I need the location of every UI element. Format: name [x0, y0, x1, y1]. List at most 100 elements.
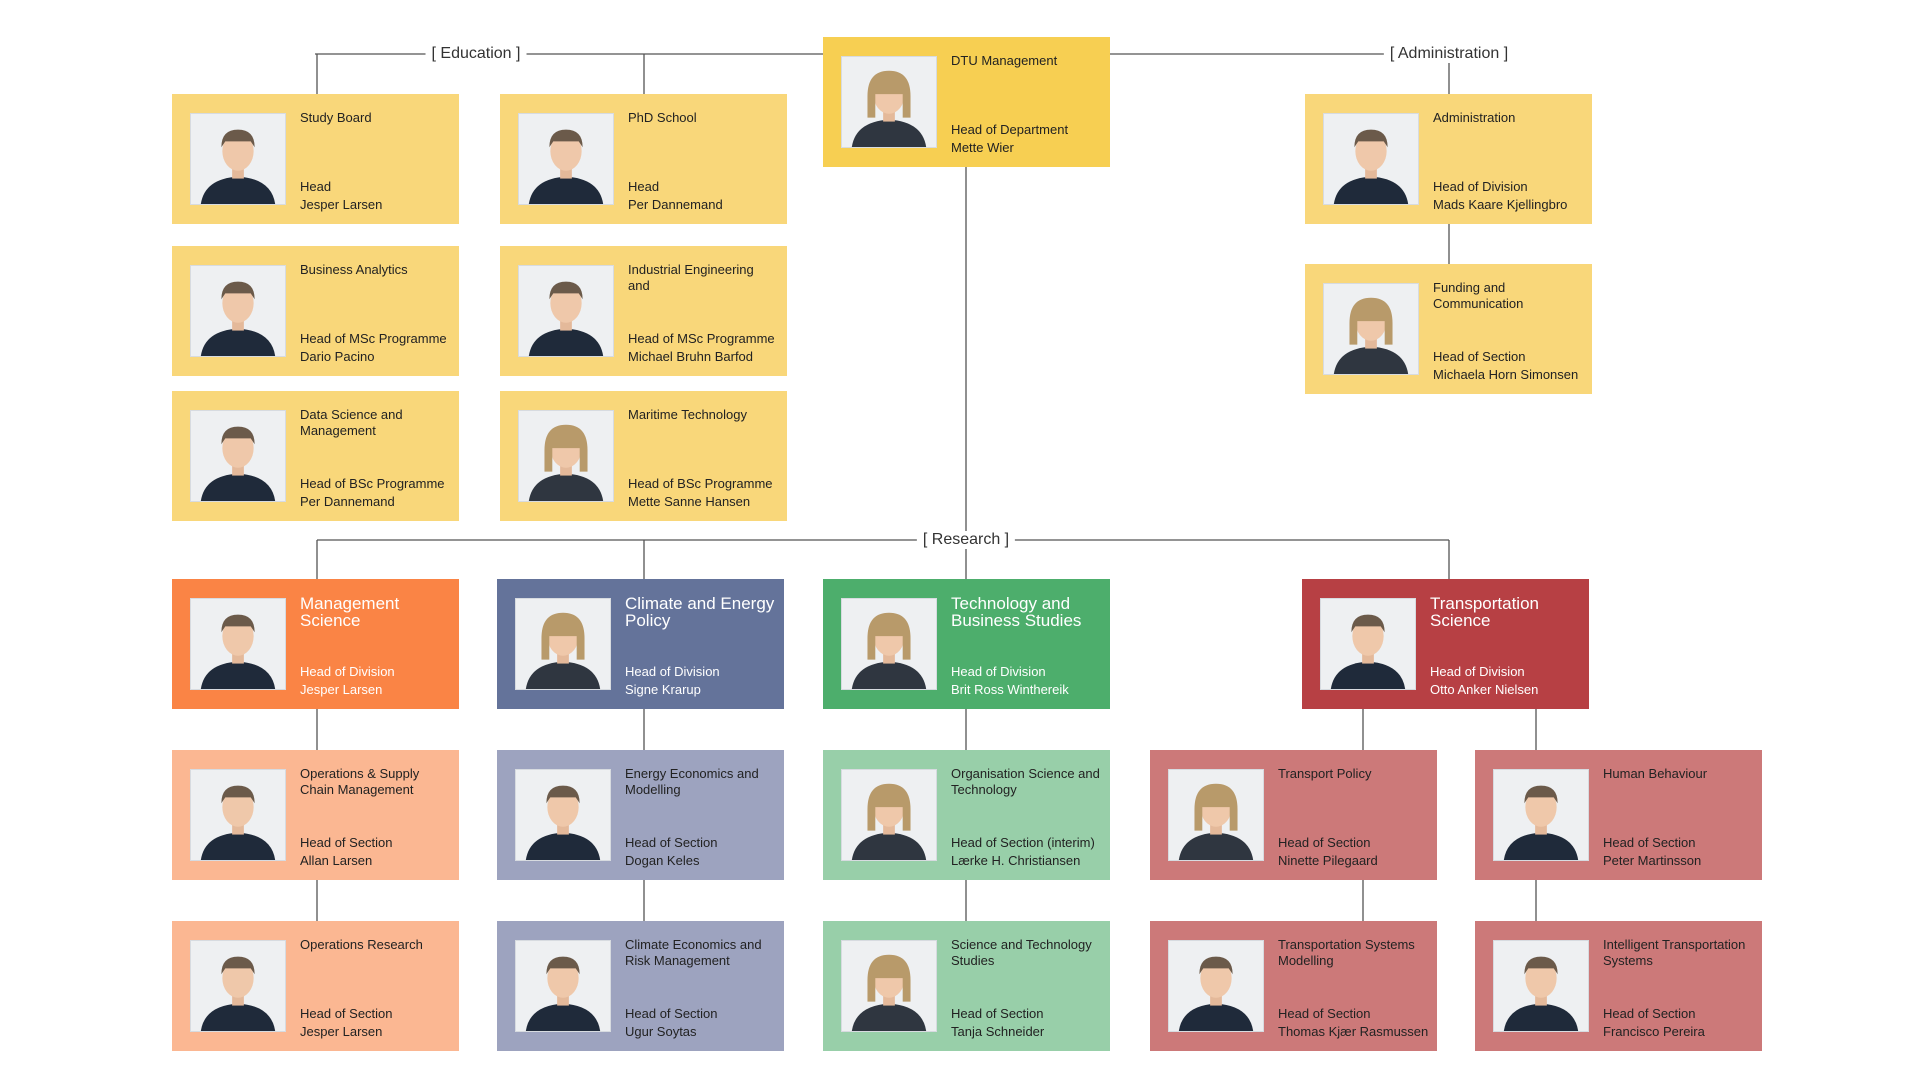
- portrait-photo: [190, 769, 286, 861]
- person-name: Dogan Keles: [625, 853, 700, 868]
- person-name: Jesper Larsen: [300, 1024, 383, 1039]
- portrait-photo: [841, 598, 937, 690]
- unit-name: Data Science and Management: [300, 407, 403, 438]
- portrait-photo: [518, 410, 614, 502]
- person-name: Otto Anker Nielsen: [1430, 682, 1539, 697]
- role-title: Head of Section: [1603, 1006, 1696, 1021]
- person-name: Francisco Pereira: [1603, 1024, 1705, 1039]
- role-title: Head of Section: [1278, 835, 1371, 850]
- unit-name: Intelligent Transportation Systems: [1603, 937, 1746, 968]
- person-name: Thomas Kjær Rasmussen: [1278, 1024, 1429, 1039]
- portrait-photo: [515, 598, 611, 690]
- person-name: Peter Martinsson: [1603, 853, 1702, 868]
- unit-name: Maritime Technology: [628, 407, 747, 422]
- person-name: Brit Ross Winthereik: [951, 682, 1069, 697]
- unit-name: Operations & Supply Chain Management: [300, 766, 420, 797]
- person-name: Mads Kaare Kjellingbro: [1433, 197, 1568, 212]
- administration-group-label: [ Administration ]: [1383, 45, 1515, 63]
- role-title: Head of BSc Programme: [300, 476, 445, 491]
- portrait-photo: [190, 940, 286, 1032]
- portrait-photo: [1323, 283, 1419, 375]
- unit-name: Study Board: [300, 110, 372, 125]
- role-title: Head of Division: [951, 664, 1046, 679]
- role-title: Head of Division: [1433, 179, 1528, 194]
- portrait-photo: [1168, 769, 1264, 861]
- person-name: Jesper Larsen: [300, 197, 383, 212]
- unit-name: Transportation Systems Modelling: [1278, 937, 1415, 968]
- portrait-photo: [190, 113, 286, 205]
- person-name: Michael Bruhn Barfod: [628, 349, 754, 364]
- unit-name: Climate Economics and Risk Management: [625, 937, 762, 968]
- unit-name: PhD School: [628, 110, 697, 125]
- unit-name: Operations Research: [300, 937, 423, 952]
- role-title: Head of MSc Programme: [300, 331, 447, 346]
- portrait-photo: [841, 56, 937, 148]
- research-group-label: [ Research ]: [916, 531, 1016, 549]
- role-title: Head of Section: [1603, 835, 1696, 850]
- unit-name: Industrial Engineering and: [628, 262, 754, 293]
- role-title: Head of Section: [625, 1006, 718, 1021]
- portrait-photo: [518, 113, 614, 205]
- person-name: Mette Wier: [951, 140, 1014, 155]
- unit-name: Transportation Science: [1430, 594, 1539, 630]
- person-name: Michaela Horn Simonsen: [1433, 367, 1579, 382]
- person-name: Tanja Schneider: [951, 1024, 1045, 1039]
- person-name: Dario Pacino: [300, 349, 375, 364]
- portrait-photo: [841, 940, 937, 1032]
- portrait-photo: [1168, 940, 1264, 1032]
- role-title: Head of MSc Programme: [628, 331, 775, 346]
- portrait-photo: [190, 410, 286, 502]
- role-title: Head of BSc Programme: [628, 476, 773, 491]
- unit-name: DTU Management: [951, 53, 1058, 68]
- unit-name: Management Science: [300, 594, 400, 630]
- role-title: Head of Section: [300, 835, 393, 850]
- person-name: Jesper Larsen: [300, 682, 383, 697]
- unit-name: Administration: [1433, 110, 1516, 125]
- portrait-photo: [518, 265, 614, 357]
- education-group-label: [ Education ]: [425, 45, 527, 63]
- role-title: Head of Section: [1278, 1006, 1371, 1021]
- role-title: Head of Section (interim): [951, 835, 1095, 850]
- portrait-photo: [841, 769, 937, 861]
- role-title: Head of Section: [300, 1006, 393, 1021]
- role-title: Head of Division: [1430, 664, 1525, 679]
- portrait-photo: [1323, 113, 1419, 205]
- person-name: Ugur Soytas: [625, 1024, 697, 1039]
- role-title: Head of Section: [1433, 349, 1526, 364]
- portrait-photo: [515, 769, 611, 861]
- portrait-photo: [515, 940, 611, 1032]
- role-title: Head of Division: [625, 664, 720, 679]
- role-title: Head: [300, 179, 332, 194]
- unit-name: Human Behaviour: [1603, 766, 1708, 781]
- unit-name: Climate and Energy Policy: [625, 594, 775, 630]
- role-title: Head of Department: [951, 122, 1069, 137]
- unit-name: Technology and Business Studies: [951, 594, 1082, 630]
- person-name: Mette Sanne Hansen: [628, 494, 751, 509]
- person-name: Ninette Pilegaard: [1278, 853, 1378, 868]
- portrait-photo: [1493, 940, 1589, 1032]
- person-name: Allan Larsen: [300, 853, 373, 868]
- unit-name: Energy Economics and Modelling: [625, 766, 759, 797]
- unit-name: Organisation Science and Technology: [951, 766, 1100, 797]
- unit-name: Science and Technology Studies: [951, 937, 1092, 968]
